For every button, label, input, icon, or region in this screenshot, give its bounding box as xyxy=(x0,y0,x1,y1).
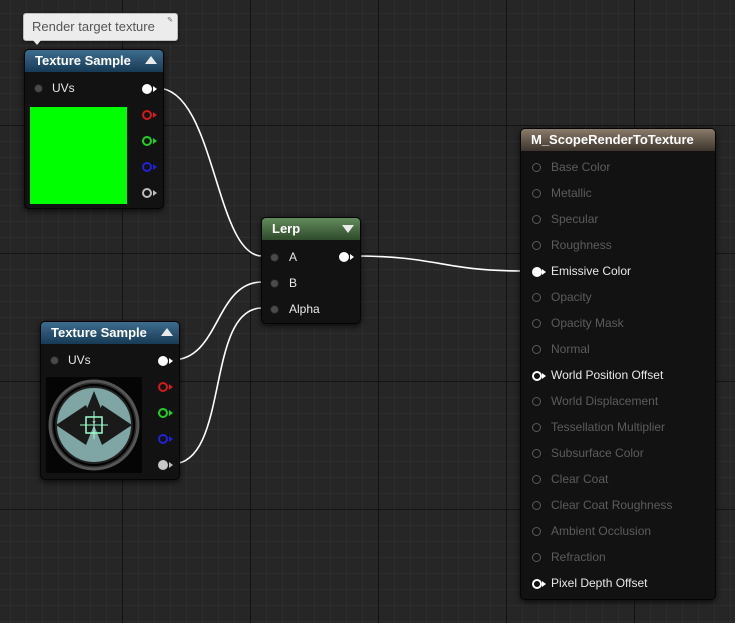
material-pin-label: World Position Offset xyxy=(551,368,664,382)
pin-arrow-icon xyxy=(542,581,546,587)
node-title: Lerp xyxy=(272,221,301,236)
material-pin-label: Metallic xyxy=(551,186,592,200)
material-input-pin[interactable] xyxy=(532,267,542,277)
wire-ts2-alpha-to-lerp-alpha[interactable] xyxy=(171,307,263,465)
material-pin-label: Clear Coat xyxy=(551,472,609,486)
wire-lerp-to-emissive[interactable] xyxy=(352,255,526,272)
material-input-pin[interactable] xyxy=(532,501,541,510)
g-output-pin[interactable] xyxy=(142,136,152,146)
wire-ts2-rgb-to-lerp-b[interactable] xyxy=(171,281,263,361)
b-output-arrow-icon xyxy=(153,164,157,170)
comment-tail xyxy=(32,39,42,45)
material-input-pin[interactable] xyxy=(532,449,541,458)
lerp-input-label-b: B xyxy=(289,276,298,290)
material-pin-label: Clear Coat Roughness xyxy=(551,498,673,512)
texture-sample-node-2[interactable]: Texture Sample UVs xyxy=(40,321,180,480)
lerp-input-label-alpha: Alpha xyxy=(289,302,320,316)
texture-preview-scope xyxy=(46,377,142,473)
comment-text: Render target texture xyxy=(32,19,155,34)
material-input-pin[interactable] xyxy=(532,553,541,562)
uvs-label: UVs xyxy=(68,353,91,367)
rgb-output-pin[interactable] xyxy=(142,84,152,94)
r-output-pin[interactable] xyxy=(158,382,168,392)
uvs-label: UVs xyxy=(52,81,75,95)
texture-sample-node-1[interactable]: Texture Sample UVs xyxy=(24,49,164,209)
rgb-output-arrow-icon xyxy=(153,86,157,92)
material-input-pin[interactable] xyxy=(532,345,541,354)
material-input-pin[interactable] xyxy=(532,579,542,589)
material-input-pin[interactable] xyxy=(532,293,541,302)
collapse-arrow-icon[interactable] xyxy=(145,56,157,64)
wire-ts1-rgb-to-lerp-a[interactable] xyxy=(156,87,263,257)
a-output-arrow-icon xyxy=(169,462,173,468)
material-input-pin[interactable] xyxy=(532,189,541,198)
rgb-output-pin[interactable] xyxy=(158,356,168,366)
a-input-pin[interactable] xyxy=(270,253,279,262)
b-input-pin[interactable] xyxy=(270,279,279,288)
node-title: Texture Sample xyxy=(51,325,147,340)
material-pin-label: World Displacement xyxy=(551,394,659,408)
g-output-arrow-icon xyxy=(169,410,173,416)
material-pin-label: Opacity xyxy=(551,290,592,304)
material-input-pin[interactable] xyxy=(532,319,541,328)
b-output-pin[interactable] xyxy=(158,434,168,444)
material-pin-label: Normal xyxy=(551,342,590,356)
scope-reticle-icon xyxy=(48,379,140,471)
pin-arrow-icon xyxy=(542,269,546,275)
node-header[interactable]: Lerp xyxy=(262,218,360,240)
texture-preview-green xyxy=(30,107,127,204)
material-pin-label: Base Color xyxy=(551,160,611,174)
material-title: M_ScopeRenderToTexture xyxy=(531,132,694,147)
material-pin-label: Subsurface Color xyxy=(551,446,644,460)
material-pin-label: Ambient Occlusion xyxy=(551,524,652,538)
node-header[interactable]: Texture Sample xyxy=(25,50,163,72)
r-output-arrow-icon xyxy=(153,112,157,118)
material-pin-label: Emissive Color xyxy=(551,264,632,278)
g-output-pin[interactable] xyxy=(158,408,168,418)
material-pin-label: Refraction xyxy=(551,550,606,564)
material-input-pin[interactable] xyxy=(532,527,541,536)
uvs-input-pin[interactable] xyxy=(34,84,43,93)
collapse-arrow-icon[interactable] xyxy=(342,225,354,233)
a-output-pin[interactable] xyxy=(142,188,152,198)
material-input-pin[interactable] xyxy=(532,215,541,224)
material-input-pin[interactable] xyxy=(532,163,541,172)
comment-bubble[interactable]: Render target texture ✎ xyxy=(23,13,178,45)
a-output-pin[interactable] xyxy=(158,460,168,470)
pin-arrow-icon xyxy=(542,373,546,379)
node-header[interactable]: M_ScopeRenderToTexture xyxy=(521,129,715,151)
material-input-pin[interactable] xyxy=(532,423,541,432)
alpha-input-pin[interactable] xyxy=(270,305,279,314)
b-output-pin[interactable] xyxy=(142,162,152,172)
material-input-pin[interactable] xyxy=(532,371,542,381)
node-header[interactable]: Texture Sample xyxy=(41,322,179,344)
r-output-arrow-icon xyxy=(169,384,173,390)
r-output-pin[interactable] xyxy=(142,110,152,120)
material-input-pin[interactable] xyxy=(532,397,541,406)
rgb-output-arrow-icon xyxy=(169,358,173,364)
material-pin-label: Pixel Depth Offset xyxy=(551,576,648,590)
collapse-arrow-icon[interactable] xyxy=(161,328,173,336)
lerp-output-arrow-icon xyxy=(350,254,354,260)
pin-icon[interactable]: ✎ xyxy=(167,17,173,24)
b-output-arrow-icon xyxy=(169,436,173,442)
node-title: Texture Sample xyxy=(35,53,131,68)
material-input-pin[interactable] xyxy=(532,241,541,250)
uvs-input-pin[interactable] xyxy=(50,356,59,365)
material-input-pin[interactable] xyxy=(532,475,541,484)
material-pin-label: Opacity Mask xyxy=(551,316,624,330)
lerp-input-label-a: A xyxy=(289,250,298,264)
lerp-node[interactable]: Lerp A B Alpha xyxy=(261,217,361,324)
lerp-output-pin[interactable] xyxy=(339,252,349,262)
g-output-arrow-icon xyxy=(153,138,157,144)
material-pin-label: Roughness xyxy=(551,238,612,252)
material-pin-label: Tessellation Multiplier xyxy=(551,420,666,434)
a-output-arrow-icon xyxy=(153,190,157,196)
material-pin-label: Specular xyxy=(551,212,599,226)
